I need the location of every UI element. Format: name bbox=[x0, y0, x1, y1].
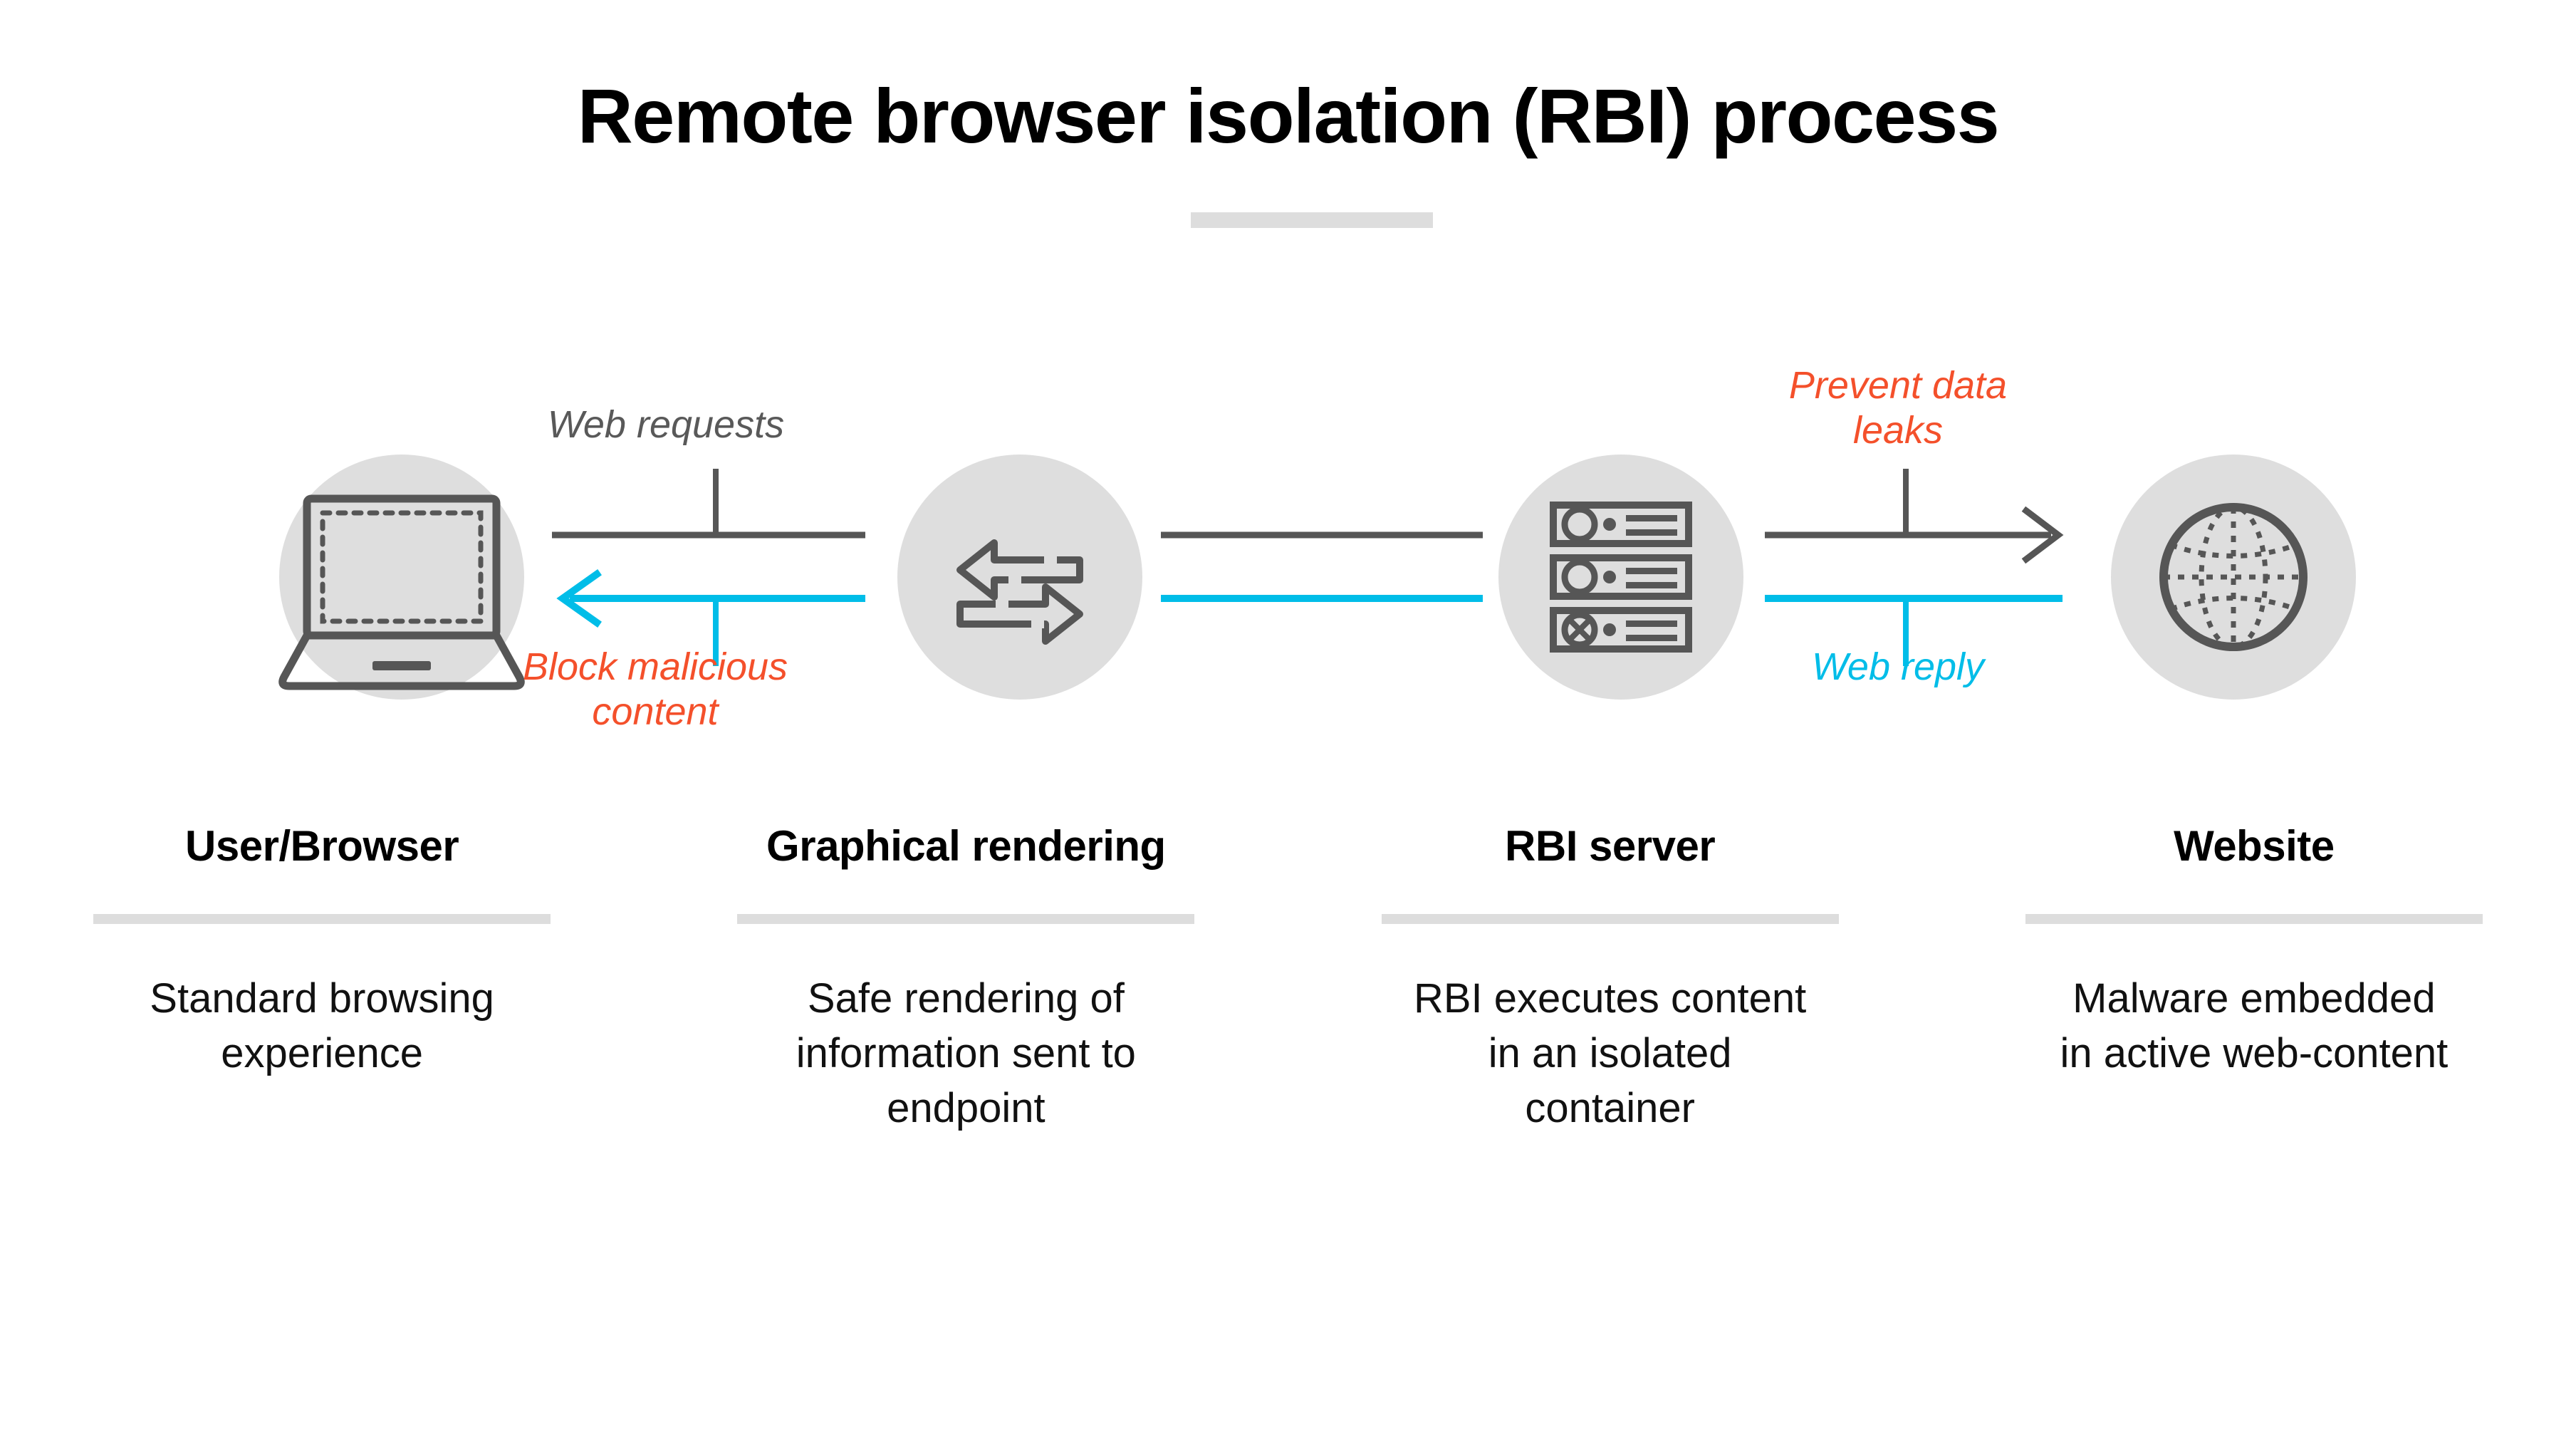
node-rbi-server bbox=[1498, 455, 1743, 700]
node-user-browser bbox=[279, 455, 524, 700]
node-website bbox=[2111, 455, 2356, 700]
rbi-flow-diagram bbox=[0, 342, 2576, 798]
page-title: Remote browser isolation (RBI) process bbox=[577, 73, 2000, 159]
column-rule bbox=[93, 914, 551, 924]
column-description: Standard browsing experience bbox=[150, 975, 494, 1077]
connector-server-to-website bbox=[1765, 469, 2064, 666]
column-title: RBI server bbox=[1505, 822, 1716, 870]
column-user-browser: User/Browser Standard browsing experienc… bbox=[0, 823, 644, 1136]
title-underline-rule bbox=[1191, 212, 1433, 228]
column-title: Website bbox=[2174, 822, 2335, 870]
column-captions: User/Browser Standard browsing experienc… bbox=[0, 823, 2576, 1136]
column-rbi-server: RBI server RBI executes content in an is… bbox=[1288, 823, 1932, 1136]
connector-user-to-rendering bbox=[552, 469, 865, 666]
column-rule bbox=[737, 914, 1195, 924]
column-rule bbox=[1381, 914, 1839, 924]
column-title: Graphical rendering bbox=[766, 822, 1166, 870]
flow-label-web-reply: Web reply bbox=[1811, 645, 1985, 688]
column-rule bbox=[2025, 914, 2483, 924]
column-graphical-rendering: Graphical rendering Safe rendering of in… bbox=[644, 823, 1288, 1136]
node-graphical-rendering bbox=[897, 455, 1142, 700]
column-website: Website Malware embedded in active web-c… bbox=[1932, 823, 2576, 1136]
column-description: Malware embedded in active web-content bbox=[2060, 975, 2449, 1077]
flow-label-block-malicious-content: Block malicious content bbox=[522, 645, 788, 733]
connector-rendering-to-server bbox=[1161, 531, 1483, 602]
flow-label-web-requests: Web requests bbox=[547, 403, 785, 446]
flow-label-prevent-data-leaks: Prevent data leaks bbox=[1788, 364, 2008, 452]
column-description: Safe rendering of information sent to en… bbox=[796, 975, 1136, 1132]
column-description: RBI executes content in an isolated cont… bbox=[1413, 975, 1807, 1132]
column-title: User/Browser bbox=[185, 822, 459, 870]
